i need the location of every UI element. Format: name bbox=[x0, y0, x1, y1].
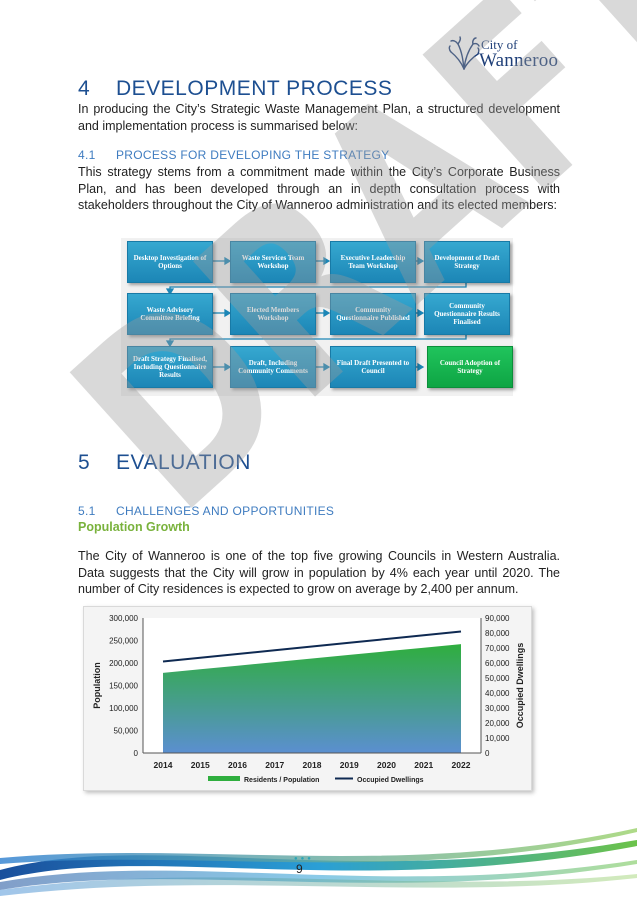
process-step-waste-services-workshop: Waste Services Team Workshop bbox=[230, 241, 316, 283]
city-logo: City of Wanneroo bbox=[448, 36, 568, 72]
page-dots-decoration: ●●● bbox=[294, 856, 314, 862]
process-step-draft-strategy: Development of Draft Strategy bbox=[424, 241, 510, 283]
x-tick-label: 2019 bbox=[340, 760, 359, 770]
y2-tick-label: 0 bbox=[485, 749, 490, 758]
footer-wave-decoration bbox=[0, 828, 637, 896]
legend-label-residents: Residents / Population bbox=[244, 777, 319, 784]
y-axis-label: Population bbox=[92, 662, 102, 709]
y2-tick-label: 60,000 bbox=[485, 659, 510, 668]
section-5-1-heading: 5.1 CHALLENGES AND OPPORTUNITIES bbox=[78, 504, 334, 518]
process-step-waste-advisory-briefing: Waste Advisory Committee Briefing bbox=[127, 293, 213, 335]
process-step-draft-finalised: Draft Strategy Finalised, Including Ques… bbox=[127, 346, 213, 388]
x-tick-label: 2018 bbox=[303, 760, 322, 770]
section-4-title: DEVELOPMENT PROCESS bbox=[116, 77, 393, 100]
section-5-1-body: The City of Wanneroo is one of the top f… bbox=[78, 549, 560, 597]
logo-city-of-text: City of bbox=[481, 37, 518, 52]
y-tick-label: 100,000 bbox=[109, 704, 138, 713]
section-4-1-number: 4.1 bbox=[78, 148, 96, 162]
section-4-1-body: This strategy stems from a commitment ma… bbox=[78, 165, 560, 213]
y2-tick-label: 50,000 bbox=[485, 674, 510, 683]
x-tick-label: 2016 bbox=[228, 760, 247, 770]
legend-label-dwellings: Occupied Dwellings bbox=[357, 777, 424, 784]
y2-tick-label: 10,000 bbox=[485, 734, 510, 743]
page-number: 9 bbox=[296, 862, 303, 876]
flower-logo-icon bbox=[448, 36, 480, 70]
x-tick-label: 2022 bbox=[452, 760, 471, 770]
y-tick-label: 300,000 bbox=[109, 614, 138, 623]
legend-swatch-residents bbox=[208, 776, 240, 781]
population-dwellings-chart: 0 50,000 100,000 150,000 200,000 250,000 300,0… bbox=[92, 614, 525, 784]
y2-tick-label: 30,000 bbox=[485, 704, 510, 713]
y2-tick-label: 80,000 bbox=[485, 629, 510, 638]
section-4-1-heading: 4.1 PROCESS FOR DEVELOPING THE STRATEGY bbox=[78, 148, 389, 162]
y2-tick-label: 20,000 bbox=[485, 719, 510, 728]
y-tick-label: 150,000 bbox=[109, 682, 138, 691]
x-tick-label: 2021 bbox=[414, 760, 433, 770]
section-5-title: EVALUATION bbox=[116, 451, 251, 474]
y2-tick-label: 90,000 bbox=[485, 614, 510, 623]
process-step-questionnaire-results: Community Questionnaire Results Finalise… bbox=[424, 293, 510, 335]
process-step-elected-members-workshop: Elected Members Workshop bbox=[230, 293, 316, 335]
y2-axis-label: Occupied Dwellings bbox=[515, 643, 525, 729]
process-step-questionnaire-published: Community Questionnaire Published bbox=[330, 293, 416, 335]
section-4-intro: In producing the City’s Strategic Waste … bbox=[78, 102, 560, 133]
x-tick-label: 2020 bbox=[377, 760, 396, 770]
x-tick-label: 2015 bbox=[191, 760, 210, 770]
y-tick-label: 250,000 bbox=[109, 637, 138, 646]
process-step-council-adoption: Council Adoption of Strategy bbox=[427, 346, 513, 388]
residents-population-area bbox=[163, 644, 461, 753]
logo-wanneroo-text: Wanneroo bbox=[479, 50, 559, 71]
section-5-1-number: 5.1 bbox=[78, 504, 96, 518]
process-step-final-draft-council: Final Draft Presented to Council bbox=[330, 346, 416, 388]
x-tick-label: 2014 bbox=[154, 760, 173, 770]
population-growth-subheading: Population Growth bbox=[78, 520, 190, 534]
section-4-1-title: PROCESS FOR DEVELOPING THE STRATEGY bbox=[116, 148, 390, 162]
occupied-dwellings-line bbox=[162, 630, 462, 663]
y-tick-label: 200,000 bbox=[109, 659, 138, 668]
section-4-heading: 4 DEVELOPMENT PROCESS bbox=[78, 77, 392, 101]
section-4-number: 4 bbox=[78, 77, 91, 100]
y-tick-label: 0 bbox=[134, 749, 139, 758]
section-5-heading: 5 EVALUATION bbox=[78, 451, 251, 475]
x-tick-label: 2017 bbox=[265, 760, 284, 770]
section-5-1-title: CHALLENGES AND OPPORTUNITIES bbox=[116, 504, 335, 518]
process-step-executive-workshop: Executive Leadership Team Workshop bbox=[330, 241, 416, 283]
process-step-community-comments: Draft, Including Community Comments bbox=[230, 346, 316, 388]
y2-tick-label: 70,000 bbox=[485, 644, 510, 653]
y2-tick-label: 40,000 bbox=[485, 689, 510, 698]
process-step-desktop-investigation: Desktop Investigation of Options bbox=[127, 241, 213, 283]
section-5-number: 5 bbox=[78, 451, 91, 474]
y-tick-label: 50,000 bbox=[114, 727, 139, 736]
